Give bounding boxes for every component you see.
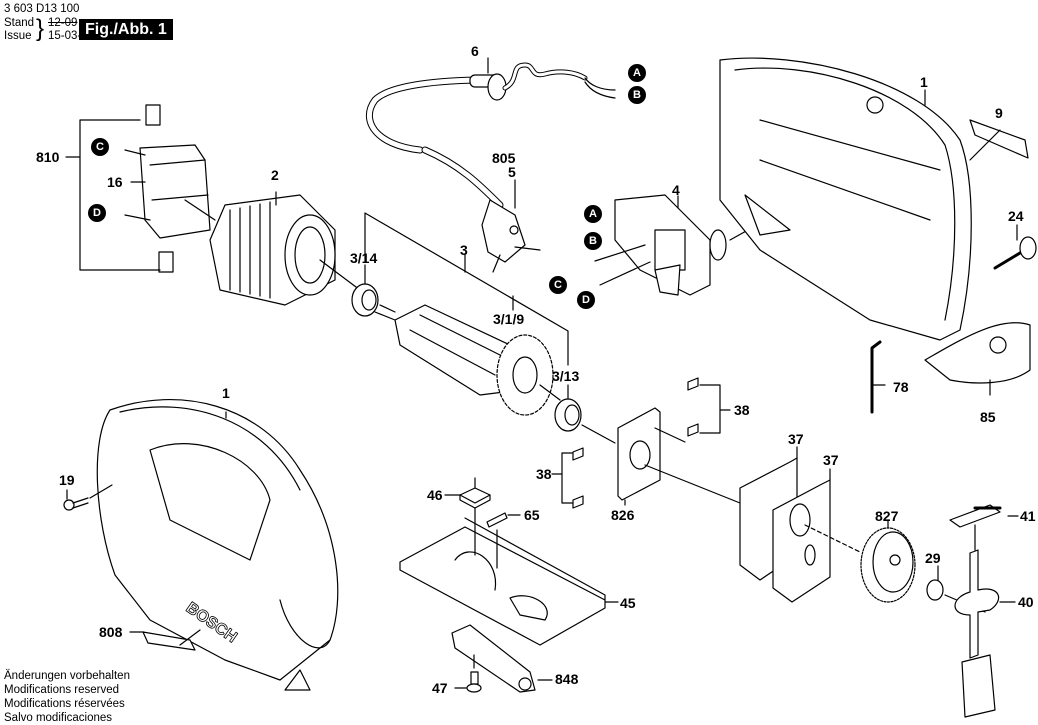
part-label-16: 16	[107, 174, 123, 190]
part-label-3: 3	[460, 242, 468, 258]
part-label-78: 78	[893, 379, 909, 395]
screw-24	[995, 237, 1036, 268]
guide-41	[950, 505, 1018, 550]
notice-fr: Modifications réservées	[4, 698, 125, 710]
part-label-37-back: 37	[788, 431, 804, 447]
power-cable	[369, 65, 615, 205]
notice-en: Modifications reserved	[4, 684, 120, 696]
connector-b-cable: B	[628, 86, 646, 104]
connector-c-switch: C	[549, 276, 567, 294]
part-label-24: 24	[1008, 208, 1024, 224]
connector-d-switch: D	[577, 291, 595, 309]
part-label-808: 808	[99, 624, 123, 640]
brush-holder-assembly	[66, 105, 215, 272]
part-label-6: 6	[471, 43, 479, 59]
stand-date: 12-09	[48, 17, 78, 29]
part-label-47: 47	[432, 680, 448, 696]
part-label-41: 41	[1020, 508, 1036, 524]
notice-es: Salvo modificaciones	[4, 712, 113, 724]
block-46	[445, 478, 490, 555]
part-label-848: 848	[555, 671, 579, 687]
housing-half-right	[720, 58, 971, 340]
cover-85	[925, 323, 1030, 395]
part-label-40: 40	[1018, 594, 1034, 610]
hex-key	[872, 342, 880, 412]
bearing-3-14	[352, 265, 395, 316]
gear-827	[861, 520, 915, 602]
mains-plug	[482, 200, 540, 272]
switch	[595, 195, 775, 295]
part-label-9: 9	[995, 105, 1003, 121]
connector-b-switch: B	[584, 232, 602, 250]
plunger-40	[955, 550, 1015, 717]
part-label-826: 826	[611, 507, 635, 523]
modifications-notice: Änderungen vorbehalten Modifications res…	[4, 669, 130, 725]
screw-47	[455, 655, 481, 692]
part-label-4: 4	[672, 182, 680, 198]
lever-848	[452, 625, 552, 692]
part-label-3-13: 3/13	[552, 368, 580, 384]
holder-826	[618, 408, 745, 505]
part-label-46: 46	[427, 487, 443, 503]
part-label-38-right: 38	[734, 402, 750, 418]
part-label-3-14: 3/14	[350, 250, 378, 266]
armature-bracket	[365, 213, 568, 365]
part-label-1-bottom: 1	[222, 385, 230, 401]
figure-label: Fig./Abb. 1	[79, 19, 173, 40]
part-label-85: 85	[980, 409, 996, 425]
stand-label: Stand	[4, 17, 35, 29]
part-label-805: 805	[492, 150, 516, 166]
connector-a-cable: A	[628, 64, 646, 82]
part-label-45: 45	[620, 595, 636, 611]
screw-19	[64, 485, 112, 510]
housing-half-left: BOSCH	[97, 400, 338, 690]
part-label-1-top: 1	[920, 74, 928, 90]
part-label-65: 65	[524, 507, 540, 523]
plates-37	[740, 447, 860, 602]
part-label-5: 5	[508, 164, 516, 180]
brace: }	[36, 15, 45, 42]
part-65	[487, 513, 520, 568]
part-label-37-front: 37	[823, 452, 839, 468]
connector-a-switch: A	[584, 205, 602, 223]
part-label-3-1-9: 3/1/9	[493, 311, 525, 327]
document-number: 3 603 D13 100	[4, 3, 80, 15]
notice-de: Änderungen vorbehalten	[4, 670, 130, 682]
field-coil	[210, 192, 360, 305]
label-plate-808	[143, 632, 195, 650]
part-label-19: 19	[59, 472, 75, 488]
connector-c-brush: C	[91, 138, 109, 156]
label-plate-9	[970, 120, 1028, 158]
base-plate	[400, 518, 618, 645]
part-label-29: 29	[925, 550, 941, 566]
connector-d-brush: D	[88, 204, 106, 222]
clips-38-lower	[552, 448, 583, 508]
part-label-38-left: 38	[536, 466, 552, 482]
issue-label: Issue	[4, 30, 32, 42]
bearing-3-13	[555, 385, 615, 443]
part-label-810: 810	[36, 149, 60, 165]
armature	[375, 305, 560, 415]
part-label-827: 827	[875, 508, 899, 524]
clips-38-upper	[688, 378, 730, 436]
part-label-2: 2	[271, 167, 279, 183]
